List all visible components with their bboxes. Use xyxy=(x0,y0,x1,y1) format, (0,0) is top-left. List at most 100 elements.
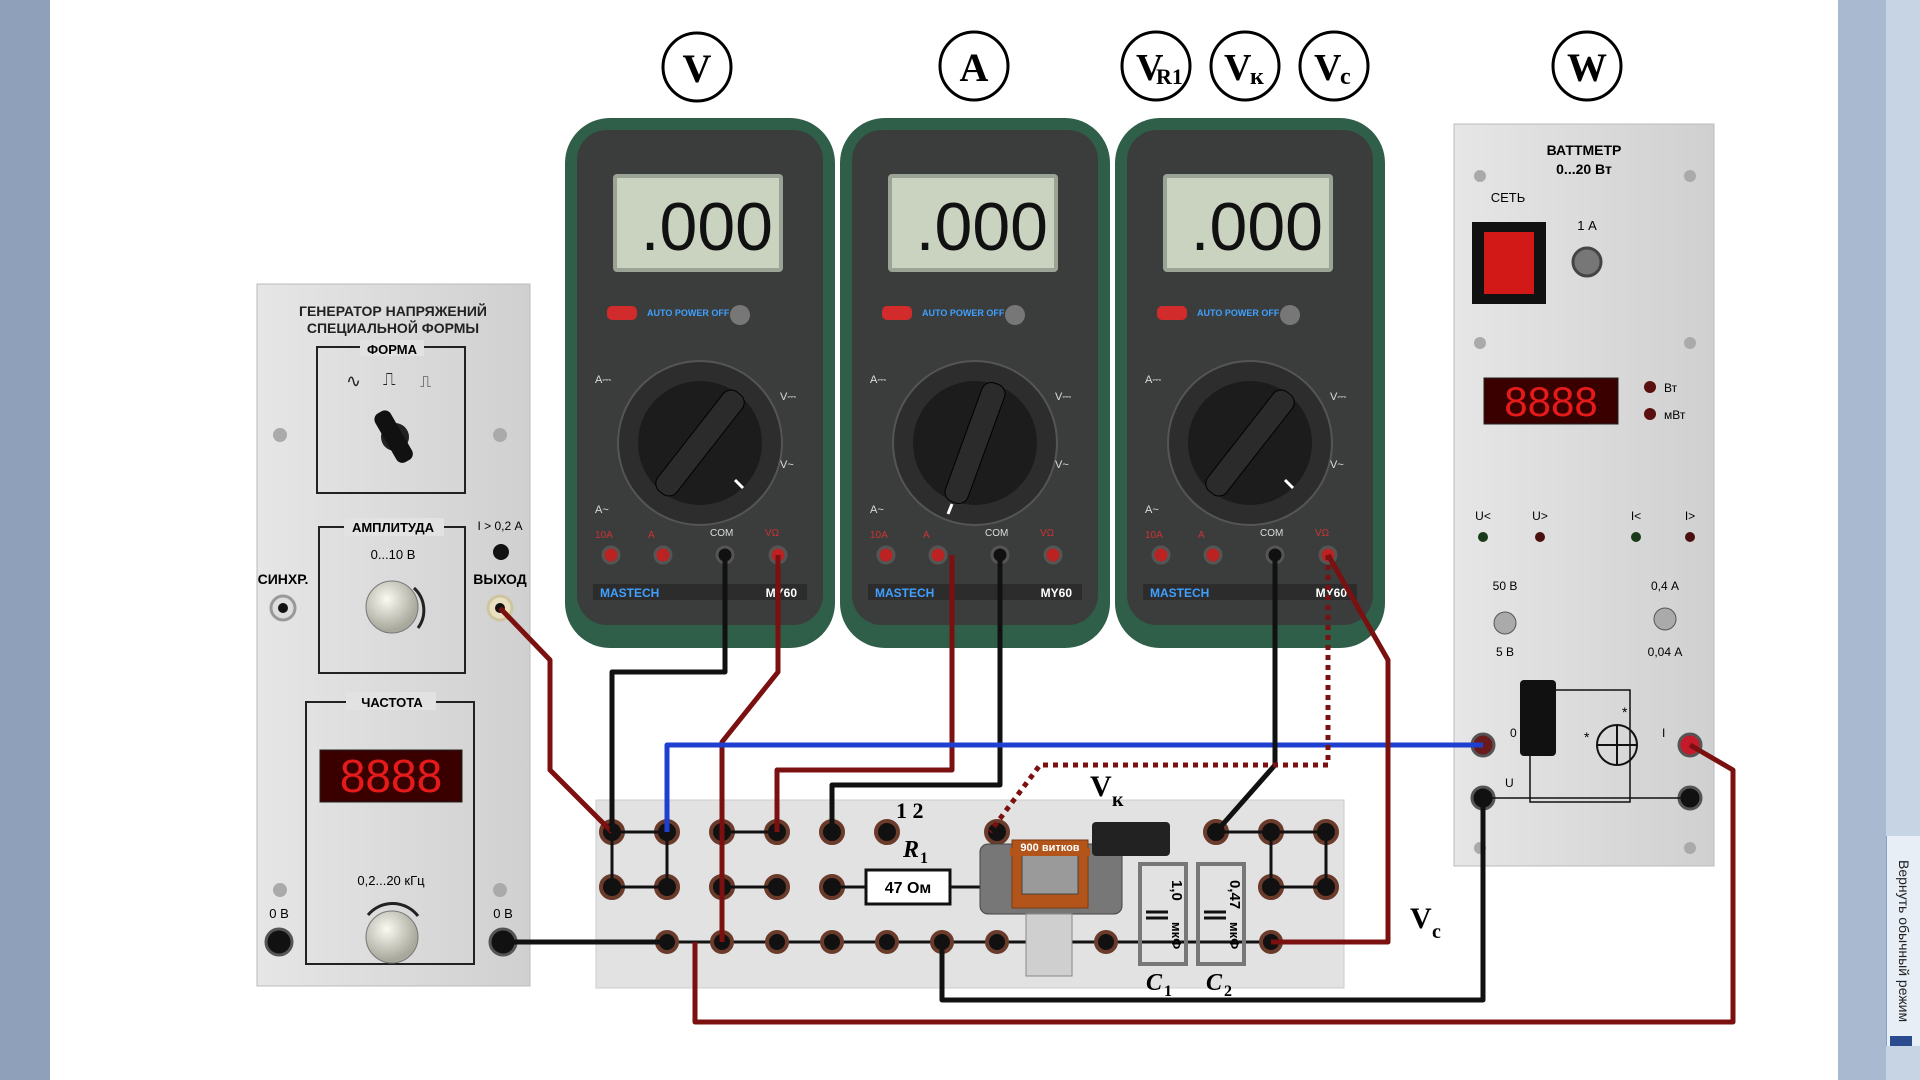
generator-title: ГЕНЕРАТОР НАПРЯЖЕНИЙ xyxy=(299,302,487,319)
wire-voltmeter-com xyxy=(609,555,728,832)
voltage-range-toggle[interactable] xyxy=(1493,611,1517,635)
ground-left-jack[interactable] xyxy=(264,927,294,957)
svg-text:A: A xyxy=(648,530,655,541)
amplitude-knob[interactable] xyxy=(365,580,419,634)
return-normal-mode-tab[interactable]: Вернуть обычный режим xyxy=(1886,836,1920,1046)
jack-v-ohm[interactable] xyxy=(1043,545,1063,565)
wire-wattmeter-u xyxy=(939,798,1486,1003)
c2-unit: мкФ xyxy=(1227,922,1242,949)
current-range-toggle[interactable] xyxy=(1653,607,1677,631)
power-button[interactable] xyxy=(607,306,637,320)
frequency-knob[interactable] xyxy=(365,910,419,964)
auto-power-off-label: AUTO POWER OFF xyxy=(1197,308,1280,318)
wire-ammeter-com xyxy=(829,555,1003,832)
wattmeter-display: 8888 xyxy=(1504,378,1597,425)
voltage-range-high: 50 В xyxy=(1493,579,1518,593)
voltage-range-low: 5 В xyxy=(1496,645,1514,659)
svg-text:⎍: ⎍ xyxy=(383,369,396,389)
jack-a[interactable] xyxy=(653,545,673,565)
multimeter-lcd xyxy=(1167,178,1329,268)
svg-text:W: W xyxy=(1567,45,1607,90)
svg-text:A⎓: A⎓ xyxy=(1145,374,1161,386)
fuse-holder[interactable] xyxy=(1571,246,1603,278)
svg-text:V: V xyxy=(1136,47,1164,89)
svg-text:V⎓: V⎓ xyxy=(780,391,796,403)
power-button[interactable] xyxy=(1157,306,1187,320)
wire-vc xyxy=(1271,553,1391,945)
jack-10a[interactable] xyxy=(601,545,621,565)
output-label: ВЫХОД xyxy=(473,571,526,587)
sync-label: СИНХР. xyxy=(258,571,309,587)
fuse-label: 1 А xyxy=(1577,218,1597,233)
probe-label-vc: V c xyxy=(1410,902,1441,943)
wattmeter-bridge-plug[interactable] xyxy=(1520,680,1556,756)
inductor-label: 900 витков xyxy=(1020,842,1079,854)
wire-ammeter-a xyxy=(774,555,955,832)
terminal-zero-label: 0 xyxy=(1510,726,1517,740)
multimeter-voltmeter[interactable]: .000 AUTO POWER OFF A~ V⎓ V~ A⎓ 10A A CO… xyxy=(565,118,835,648)
overcurrent-led xyxy=(493,544,509,560)
terminal-i-label: I xyxy=(1662,726,1665,740)
resistor-r1[interactable]: 47 Ом xyxy=(832,868,984,906)
inductor-coil[interactable]: 900 витков xyxy=(979,822,1170,977)
svg-text:A: A xyxy=(923,530,930,541)
bus-jack[interactable] xyxy=(985,930,1009,954)
r1-label-sub: 1 xyxy=(920,850,928,867)
brand-label: MASTECH xyxy=(1150,586,1209,600)
ground-left-label: 0 В xyxy=(269,906,289,921)
capacitor-c2[interactable]: 0,47 мкФ xyxy=(1196,862,1246,966)
wire-wattmeter-i xyxy=(692,742,1736,1025)
bus-jack[interactable] xyxy=(820,930,844,954)
unit-mw-label: мВт xyxy=(1664,408,1686,422)
jack-a[interactable] xyxy=(1203,545,1223,565)
multimeter-selectable[interactable]: .000 AUTO POWER OFF A~ V⎓ V~ A⎓ 10A A CO… xyxy=(1115,118,1385,648)
meter-label-ammeter: A xyxy=(938,30,1010,102)
wiring xyxy=(498,553,1736,1025)
probe-label-vk: V к xyxy=(1090,770,1124,811)
board-jack[interactable] xyxy=(874,819,900,845)
board-jack[interactable] xyxy=(984,819,1010,845)
bus-jack[interactable] xyxy=(1094,930,1118,954)
multimeter-lcd xyxy=(892,178,1054,268)
c2-value: 0,47 xyxy=(1226,880,1243,909)
svg-text:10A: 10A xyxy=(870,530,888,541)
wire-vk-dotted xyxy=(987,555,1331,834)
svg-text:A⎓: A⎓ xyxy=(595,374,611,386)
svg-text:VΩ: VΩ xyxy=(765,528,780,539)
capacitor-c1[interactable]: 1,0 мкФ xyxy=(1138,862,1188,966)
generator-subtitle: СПЕЦИАЛЬНОЙ ФОРМЫ xyxy=(307,319,479,336)
wattmeter-title: ВАТТМЕТР xyxy=(1547,142,1622,158)
multimeter-reading: .000 xyxy=(916,189,1048,265)
amplitude-range: 0...10 В xyxy=(371,547,416,562)
svg-text:A: A xyxy=(960,45,989,90)
bus-jack[interactable] xyxy=(875,930,899,954)
brand-label: MASTECH xyxy=(875,586,934,600)
meter-label-wattmeter: W xyxy=(1551,30,1623,102)
waveform-selector-knob[interactable] xyxy=(372,408,416,465)
svg-text:A: A xyxy=(1198,530,1205,541)
brand-label: MASTECH xyxy=(600,586,659,600)
power-label: СЕТЬ xyxy=(1491,190,1526,205)
c2-label: C xyxy=(1206,970,1223,996)
jack-10a[interactable] xyxy=(876,545,896,565)
power-button[interactable] xyxy=(882,306,912,320)
meter-label-voltmeter: V xyxy=(661,31,733,103)
svg-text:A~: A~ xyxy=(1145,504,1159,516)
overcurrent-label: I > 0,2 А xyxy=(477,519,522,533)
c1-value: 1,0 xyxy=(1168,880,1185,901)
model-label: MY60 xyxy=(1041,586,1073,600)
multimeter-reading: .000 xyxy=(1191,189,1323,265)
svg-text:10A: 10A xyxy=(595,530,613,541)
model-label: MY60 xyxy=(1316,586,1348,600)
jack-a[interactable] xyxy=(928,545,948,565)
multimeter-ammeter[interactable]: .000 AUTO POWER OFF A~ V⎓ V~ A⎓ 10A A CO… xyxy=(840,118,1110,648)
svg-text:*: * xyxy=(1584,729,1590,745)
jack-10a[interactable] xyxy=(1151,545,1171,565)
generator-panel: ГЕНЕРАТОР НАПРЯЖЕНИЙ СПЕЦИАЛЬНОЙ ФОРМЫ Ф… xyxy=(256,283,531,987)
unit-w-label: Вт xyxy=(1664,381,1678,395)
c1-unit: мкФ xyxy=(1169,922,1184,949)
bus-jack[interactable] xyxy=(765,930,789,954)
svg-text:COM: COM xyxy=(985,528,1008,539)
terminal-u-label: U xyxy=(1505,776,1514,790)
multimeter-reading: .000 xyxy=(641,189,773,265)
